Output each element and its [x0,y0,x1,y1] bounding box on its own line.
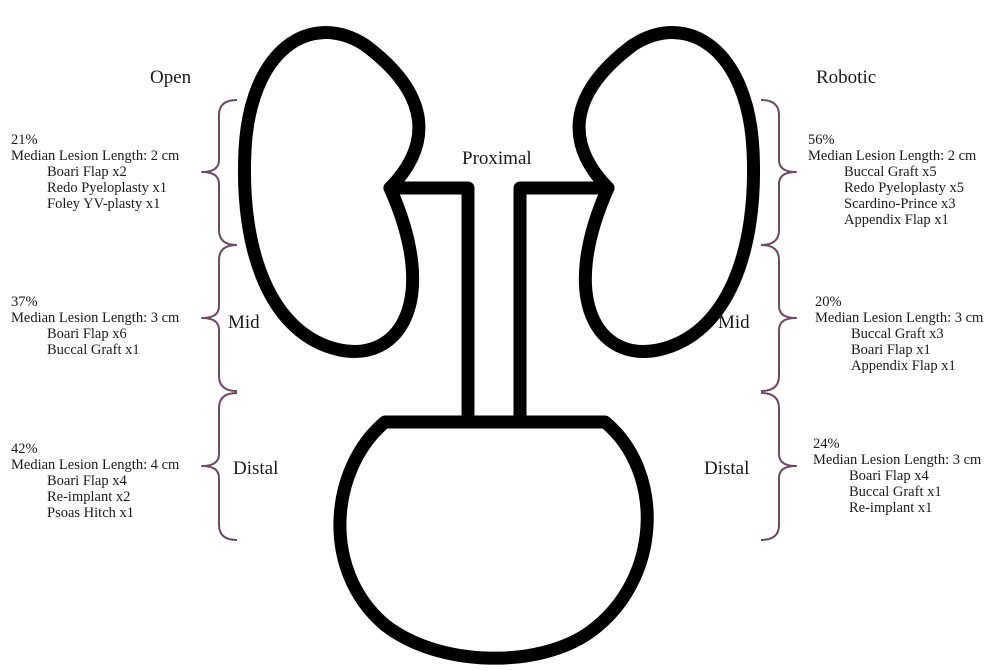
procedure-item: Buccal Graft x1 [11,342,179,358]
procedure-item: Redo Pyeloplasty x5 [808,180,976,196]
procedure-item: Redo Pyeloplasty x1 [11,180,179,196]
procedure-item: Psoas Hitch x1 [11,505,179,521]
open-mid-stats: 37% Median Lesion Length: 3 cm Boari Fla… [11,294,179,358]
bladder [340,422,647,658]
procedure-item: Scardino-Prince x3 [808,196,976,212]
left-distal-label: Distal [233,458,278,480]
open-proximal-bracket [202,100,237,245]
robotic-mid-stats: 20% Median Lesion Length: 3 cm Buccal Gr… [815,294,983,374]
right-mid-label: Mid [718,312,750,334]
median-lesion-length: Median Lesion Length: 3 cm [815,310,983,326]
procedure-item: Appendix Flap x1 [808,212,976,228]
median-lesion-length: Median Lesion Length: 2 cm [808,148,976,164]
procedure-item: Buccal Graft x5 [808,164,976,180]
procedure-item: Boari Flap x4 [11,473,179,489]
procedure-item: Re-implant x1 [813,500,981,516]
procedure-item: Boari Flap x2 [11,164,179,180]
open-distal-stats: 42% Median Lesion Length: 4 cm Boari Fla… [11,441,179,521]
procedure-item: Boari Flap x1 [815,342,983,358]
open-distal-bracket [202,393,237,540]
median-lesion-length: Median Lesion Length: 3 cm [11,310,179,326]
percent-value: 56% [808,132,976,148]
median-lesion-length: Median Lesion Length: 3 cm [813,452,981,468]
robotic-heading: Robotic [816,67,876,89]
robotic-proximal-stats: 56% Median Lesion Length: 2 cm Buccal Gr… [808,132,976,228]
percent-value: 37% [11,294,179,310]
percent-value: 24% [813,436,981,452]
procedure-item: Buccal Graft x3 [815,326,983,342]
open-heading: Open [150,67,191,89]
median-lesion-length: Median Lesion Length: 2 cm [11,148,179,164]
procedure-item: Foley YV-plasty x1 [11,196,179,212]
robotic-proximal-bracket [761,100,796,245]
open-proximal-stats: 21% Median Lesion Length: 2 cm Boari Fla… [11,132,179,212]
percent-value: 42% [11,441,179,457]
robotic-distal-stats: 24% Median Lesion Length: 3 cm Boari Fla… [813,436,981,516]
percent-value: 20% [815,294,983,310]
right-distal-label: Distal [704,458,749,480]
robotic-distal-bracket [761,393,796,540]
procedure-item: Re-implant x2 [11,489,179,505]
procedure-item: Buccal Graft x1 [813,484,981,500]
left-mid-label: Mid [228,312,260,334]
proximal-label: Proximal [462,148,532,170]
robotic-mid-bracket [761,245,796,391]
median-lesion-length: Median Lesion Length: 4 cm [11,457,179,473]
procedure-item: Appendix Flap x1 [815,358,983,374]
procedure-item: Boari Flap x4 [813,468,981,484]
procedure-item: Boari Flap x6 [11,326,179,342]
percent-value: 21% [11,132,179,148]
